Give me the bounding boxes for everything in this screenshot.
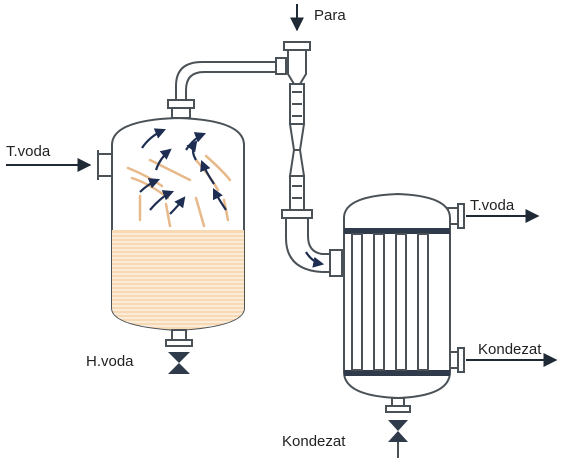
injector-top-flange	[283, 41, 311, 51]
cooling-water-out-label: T.voda	[470, 197, 515, 214]
top-tube-sheet	[344, 228, 450, 234]
condensate-side-label: Kondezat	[478, 341, 542, 358]
steam-label: Para	[314, 7, 346, 24]
condenser-bottom-flange	[385, 405, 411, 413]
bottom-tube-sheet	[344, 370, 450, 376]
condensate-bottom-label: Kondezat	[282, 433, 346, 450]
injector-bottom-flange	[281, 209, 313, 219]
steam-injector	[275, 41, 330, 273]
vapor-pipe	[175, 61, 276, 104]
hot-water-liquid	[112, 230, 244, 330]
cooling-water-inlet-nozzle	[97, 153, 113, 177]
condensate-outlet-flange	[457, 347, 465, 373]
bottom-flange	[165, 339, 193, 347]
vessel-top-flange	[167, 99, 195, 109]
hot-water-valve	[168, 352, 190, 374]
flow-arrows	[139, 128, 227, 215]
condenser-tubes	[351, 233, 429, 371]
mixing-vessel	[97, 61, 276, 374]
cooling-water-in-label: T.voda	[6, 143, 51, 160]
cooling-water-outlet-flange	[457, 203, 465, 229]
condensate-valve	[388, 420, 408, 442]
surface-condenser	[329, 192, 465, 458]
hot-water-label: H.voda	[86, 353, 134, 370]
